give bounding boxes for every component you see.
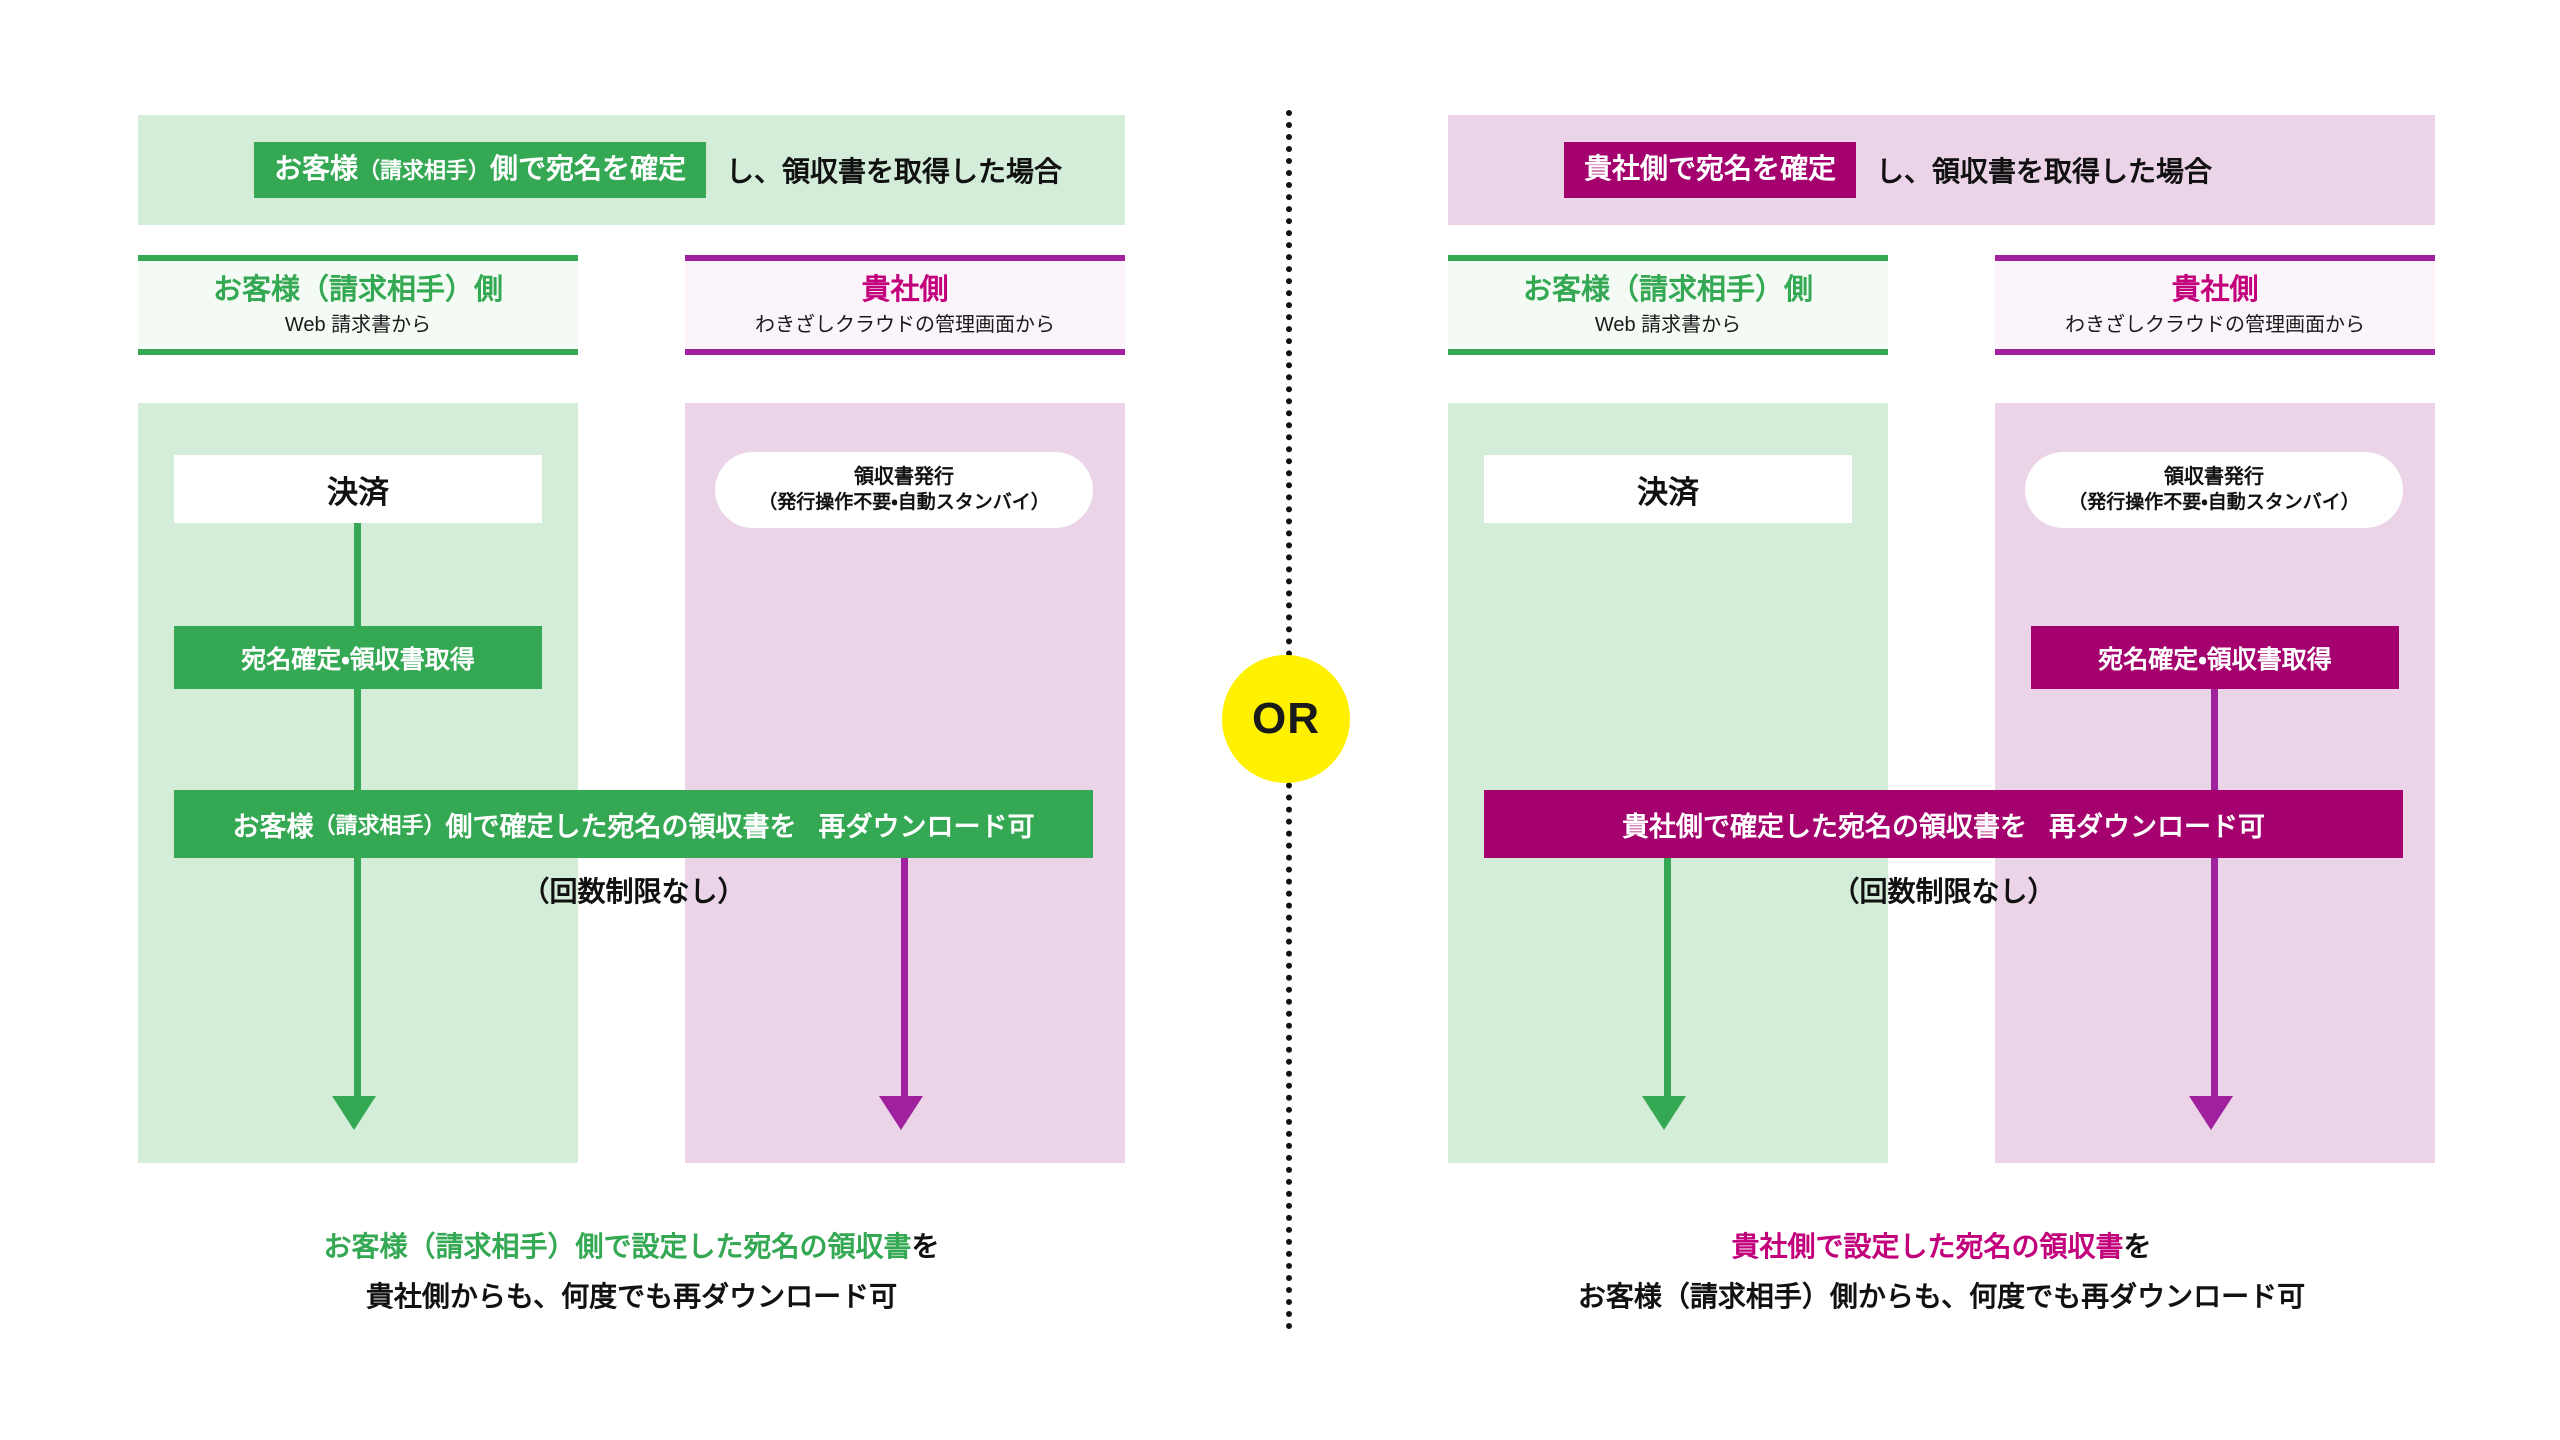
column-title-rest: 側 — [474, 274, 504, 306]
arrowhead-company-icon — [879, 1096, 923, 1130]
column-subtitle: Web 請求書から — [1594, 314, 1742, 337]
bar-emph: 再ダウンロード可 — [2049, 811, 2265, 842]
node-unlimited-note: （回数制限なし） — [1831, 876, 2056, 907]
banner-tail-text: し、領収書を取得した場合 — [726, 156, 1063, 187]
caption-line1-colored: 貴社側で設定した宛名の領収書 — [1731, 1231, 2124, 1262]
node-receipt-issue-line2: （発行操作不要・自動スタンバイ） — [2068, 491, 2360, 513]
flow-line-company-lower — [2211, 858, 2218, 1098]
node-redownload-bar: 貴社側で確定した宛名の領収書を再ダウンロード可 — [1484, 790, 2403, 858]
flow-line-company — [901, 858, 908, 1098]
banner-chip: お客様（請求相手）側で宛名を確定 — [254, 142, 707, 198]
flow-line-company-upper — [2211, 689, 2218, 890]
node-action-confirm: 宛名確定・領収書取得 — [174, 626, 542, 689]
node-receipt-issue-line1: 領収書発行 — [854, 466, 954, 489]
column-title-main: お客様 — [1522, 274, 1610, 306]
bar-emph: 再ダウンロード可 — [818, 811, 1035, 842]
column-subtitle: わきざしクラウドの管理画面から — [2065, 314, 2365, 337]
caption-line1-tail: を — [911, 1231, 940, 1262]
arrowhead-customer-icon — [332, 1096, 376, 1130]
column-header-company: 貴社側 わきざしクラウドの管理画面から — [1995, 255, 2435, 355]
flow-line-customer — [1664, 858, 1671, 1098]
node-action-confirm: 宛名確定・領収書取得 — [2031, 626, 2399, 689]
scenario-banner: お客様（請求相手）側で宛名を確定 し、領収書を取得した場合 — [138, 115, 1125, 225]
column-header-customer: お客様（請求相手）側 Web 請求書から — [138, 255, 578, 355]
node-receipt-issue: 領収書発行 （発行操作不要・自動スタンバイ） — [715, 452, 1093, 528]
scenario-caption: 貴社側で設定した宛名の領収書を お客様（請求相手）側からも、何度でも再ダウンロー… — [1448, 1222, 2435, 1322]
column-title: 貴社側 — [2171, 274, 2259, 306]
caption-line1-tail: を — [2123, 1231, 2152, 1262]
bar-main: お客様 — [232, 811, 314, 842]
column-title: 貴社側 — [861, 274, 949, 306]
arrowhead-customer-icon — [1642, 1096, 1686, 1130]
bar-rest: 側で確定した宛名の領収書を — [445, 811, 797, 842]
column-title: お客様（請求相手）側 — [138, 261, 578, 308]
column-subtitle: Web 請求書から — [284, 314, 432, 337]
column-header-customer: お客様（請求相手）側 Web 請求書から — [1448, 255, 1888, 355]
arrowhead-company-icon — [2189, 1096, 2233, 1130]
caption-line2: 貴社側からも、何度でも再ダウンロード可 — [365, 1280, 898, 1312]
node-receipt-issue-line1: 領収書発行 — [2164, 466, 2264, 489]
node-payment: 決済 — [1484, 455, 1852, 523]
column-title-rest: 側 — [1784, 274, 1814, 306]
column-title-main: お客様 — [212, 274, 300, 306]
banner-tail-text: し、領収書を取得した場合 — [1876, 156, 2213, 187]
flow-line-customer-lower — [354, 858, 361, 1098]
caption-line1: 貴社側で設定した宛名の領収書を — [1448, 1222, 2435, 1272]
column-title: お客様（請求相手）側 — [1448, 261, 1888, 308]
node-redownload-bar: お客様（請求相手）側で確定した宛名の領収書を再ダウンロード可 — [174, 790, 1093, 858]
bar-main: 貴社側で確定した宛名の領収書を — [1622, 811, 2027, 842]
scenario-panel-company-side: 貴社側で宛名を確定 し、領収書を取得した場合 お客様（請求相手）側 Web 請求… — [1448, 0, 2448, 1440]
column-subtitle: わきざしクラウドの管理画面から — [755, 314, 1055, 337]
caption-line1: お客様（請求相手）側で設定した宛名の領収書を — [138, 1222, 1125, 1272]
column-title-paren: （請求相手） — [299, 274, 474, 306]
caption-line2: お客様（請求相手）側からも、何度でも再ダウンロード可 — [1577, 1280, 2306, 1312]
node-payment: 決済 — [174, 455, 542, 523]
scenario-caption: お客様（請求相手）側で設定した宛名の領収書を 貴社側からも、何度でも再ダウンロー… — [138, 1222, 1125, 1322]
banner-chip-paren: （請求相手） — [358, 158, 491, 184]
or-badge: OR — [1222, 655, 1350, 783]
caption-line1-colored: お客様（請求相手）側で設定した宛名の領収書 — [323, 1231, 912, 1262]
node-receipt-issue: 領収書発行 （発行操作不要・自動スタンバイ） — [2025, 452, 2403, 528]
column-header-company: 貴社側 わきざしクラウドの管理画面から — [685, 255, 1125, 355]
column-title-paren: （請求相手） — [1609, 274, 1784, 306]
banner-chip-rest: 側で宛名を確定 — [490, 153, 687, 185]
scenario-panel-customer-side: お客様（請求相手）側で宛名を確定 し、領収書を取得した場合 お客様（請求相手）側… — [138, 0, 1138, 1440]
banner-chip-main: お客様 — [274, 153, 359, 185]
node-unlimited-note: （回数制限なし） — [521, 876, 746, 907]
flow-line-customer — [354, 523, 361, 890]
node-receipt-issue-line2: （発行操作不要・自動スタンバイ） — [758, 491, 1050, 513]
scenario-banner: 貴社側で宛名を確定 し、領収書を取得した場合 — [1448, 115, 2435, 225]
bar-paren: （請求相手） — [313, 813, 446, 838]
banner-chip: 貴社側で宛名を確定 — [1564, 142, 1857, 198]
